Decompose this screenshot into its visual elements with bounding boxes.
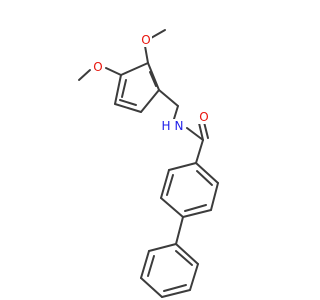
atom-labels: O O N H O <box>92 33 210 133</box>
bond-ring2-b <box>210 182 219 211</box>
bond-methyl-o-left <box>78 69 91 81</box>
bond-ring1-c <box>140 89 160 113</box>
bond-ring3-c <box>140 277 163 298</box>
bond-ring2-e <box>160 169 170 199</box>
oxygen-label-methoxy-top: O <box>141 33 150 47</box>
bond-ring2-double-2 <box>184 204 207 212</box>
oxygen-label-methoxy-left: O <box>93 60 102 74</box>
bond-ring1-double-3 <box>121 79 127 98</box>
bond-ch2-n <box>173 105 179 120</box>
bond-ring2-double-1 <box>196 170 213 186</box>
bond-o-left-ring <box>105 67 122 76</box>
bond-ring2-a <box>195 162 219 184</box>
bond-carbonyl-ring2 <box>195 139 204 164</box>
bond-ring3-e <box>189 263 199 291</box>
bond-ring2-double-3 <box>166 174 174 196</box>
bond-ring3-a <box>148 243 177 252</box>
bond-ring2-d <box>160 197 184 218</box>
bond-ring1-double-2 <box>119 99 137 106</box>
bond-ring3-b <box>140 250 150 279</box>
bond-methyl-o-top <box>150 29 166 39</box>
bond-ring2-c <box>182 209 212 218</box>
bond-carbonyl-double-a <box>198 122 204 141</box>
bond-ring2-f <box>168 162 197 171</box>
bonds <box>78 29 219 298</box>
nitrogen-label: N <box>175 119 184 133</box>
bond-ring3-f <box>175 243 199 265</box>
oxygen-label-carbonyl: O <box>199 110 208 124</box>
bond-ring2-ring3 <box>175 216 184 245</box>
bond-ring1-a <box>120 62 149 76</box>
bond-ring1-d <box>114 103 142 113</box>
bond-n-carbonyl <box>186 127 204 141</box>
bond-ring1-e <box>114 74 122 105</box>
bond-o-top-ring <box>144 45 149 64</box>
hydrogen-label: H <box>161 119 170 133</box>
bond-ring3-double-1 <box>147 255 155 277</box>
bond-ring1-double-1 <box>149 71 157 87</box>
bond-ring3-d <box>161 289 191 298</box>
bond-ring3-double-3 <box>175 250 193 266</box>
bond-ring1-b <box>147 62 160 91</box>
bond-ring3-double-2 <box>163 284 187 292</box>
bond-carbonyl-double-b <box>203 121 209 139</box>
molecule-structure: O O N H O <box>78 29 219 298</box>
bond-ring-ch2 <box>158 89 179 107</box>
